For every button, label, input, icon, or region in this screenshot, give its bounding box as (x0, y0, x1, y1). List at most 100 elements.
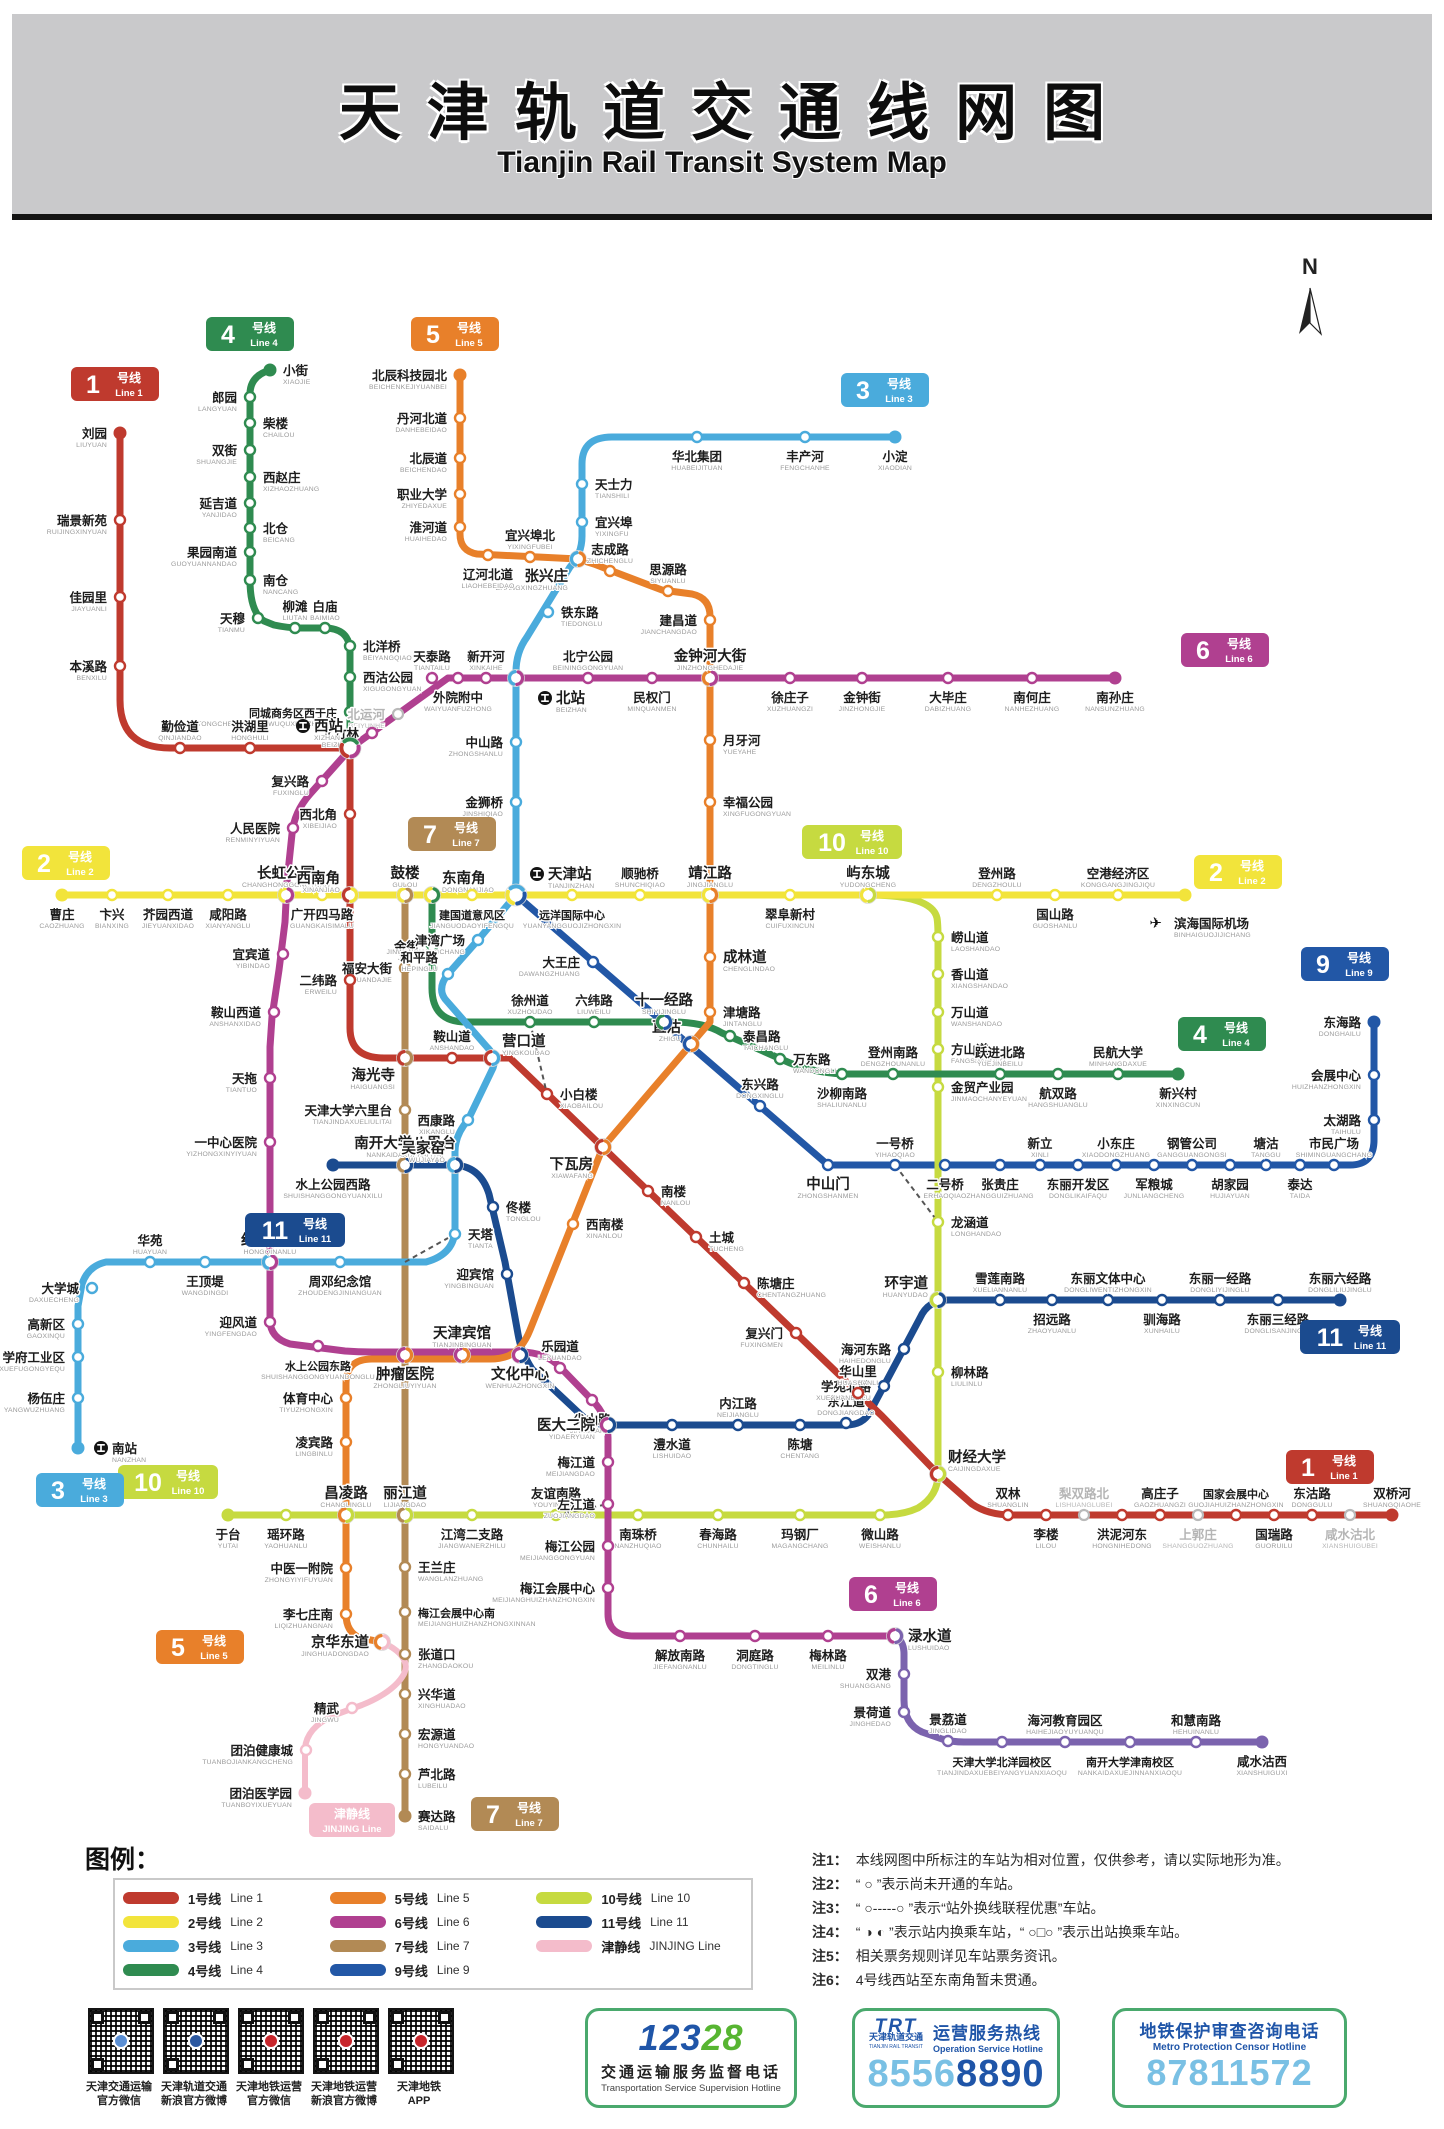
station-pinyin: XUEFUGONGYEQU (0, 1366, 65, 1373)
station-label: 精武 (314, 1701, 340, 1716)
station-pinyin: CHENTANG (780, 1453, 819, 1460)
legend-line-en: Line 5 (436, 1891, 470, 1905)
station-pinyin: HEHUINANLU (1173, 1729, 1219, 1736)
station-pinyin: XIAOBAILOU (560, 1103, 603, 1110)
svg-text:Line 1: Line 1 (1330, 1471, 1358, 1482)
legend-swatch (536, 1940, 593, 1952)
station-label: 王兰庄 (418, 1560, 456, 1575)
station-pinyin: JIANSHANLU (570, 1428, 614, 1435)
legend-item: 津静线 JINJING Line (536, 1934, 743, 1958)
station-label: 一中心医院 (194, 1135, 257, 1150)
station-label: 双街 (211, 443, 238, 458)
legend-item: 11号线 Line 11 (536, 1910, 743, 1934)
station-pinyin: QINJIANDAO (158, 735, 202, 742)
station-label: 北辰科技园北 (372, 368, 448, 383)
svg-text:号线: 号线 (457, 320, 481, 335)
station-label: 王顶堤 (186, 1274, 224, 1289)
station-label: 卞兴 (99, 907, 125, 922)
station-label: 大王庄 (542, 955, 580, 970)
station-pinyin: HONGNIHEDONG (1092, 1543, 1151, 1550)
legend-line-en: Line 11 (650, 1915, 689, 1929)
station-label: 西北角 (299, 807, 337, 822)
svg-text:Line 7: Line 7 (515, 1818, 542, 1829)
qr-label: 天津轨道交通新浪官方微博 (161, 2081, 227, 2107)
legend-swatch (329, 1892, 386, 1904)
station-label: 幸福公园 (723, 795, 773, 810)
station-label: 李楼 (1032, 1527, 1059, 1542)
station-pinyin: XUZHOUDAO (507, 1009, 552, 1016)
svg-text:3: 3 (856, 377, 870, 405)
station-label: 宜兴埠 (595, 515, 633, 530)
station-label: 外院附中 (432, 690, 483, 705)
station-label: 曹庄 (49, 907, 75, 922)
station-label: 万东路 (792, 1052, 831, 1067)
station-pinyin: CHANGHONGGONGYUAN (242, 882, 330, 889)
station-label: 张贵庄 (981, 1177, 1019, 1192)
station-label: 天塔 (468, 1227, 494, 1242)
station-pinyin: SHIYIJINGLU (642, 1009, 686, 1016)
station-label: 广开四马路 (291, 907, 354, 922)
page-subtitle: Tianjin Rail Transit System Map (497, 146, 947, 179)
svg-text:号线: 号线 (252, 320, 276, 335)
station-pinyin: HUIZHANZHONGXIN (1292, 1084, 1361, 1091)
station-pinyin: CHAILOU (263, 432, 295, 439)
svg-text:2: 2 (1209, 859, 1223, 887)
station-label: 招远路 (1033, 1312, 1071, 1327)
station-label: 体育中心 (283, 1391, 334, 1406)
station-label: 东海路 (1323, 1015, 1361, 1030)
station-pinyin: XIAWAFANG (551, 1173, 593, 1180)
station-label: 市民广场 (1309, 1136, 1359, 1151)
station-pinyin: XIANGSHANDAO (951, 983, 1008, 990)
svg-text:号线: 号线 (202, 1633, 226, 1648)
station-label: 水上公园东路 (285, 1359, 352, 1373)
station-pinyin: GUOSHANLU (1033, 923, 1078, 930)
station-label: 东丽文体中心 (1070, 1271, 1146, 1286)
station-label: 鼓楼 (391, 864, 420, 882)
legend-item: 4号线 Line 4 (123, 1958, 330, 1982)
svg-text:Line 2: Line 2 (66, 867, 93, 878)
legend-swatch (123, 1892, 179, 1904)
station-label: 解放南路 (655, 1648, 706, 1663)
station-label: 刘园 (82, 426, 107, 441)
svg-text:Line 5: Line 5 (200, 1651, 228, 1662)
station-pinyin: JINGJIANGLU (687, 882, 733, 889)
station-pinyin: MEILINLU (812, 1664, 845, 1671)
station-label: 国瑞路 (1255, 1527, 1293, 1542)
svg-text:Line 7: Line 7 (452, 838, 479, 849)
line-path-line11 (329, 1161, 1344, 1429)
station-label: 军粮城 (1135, 1177, 1173, 1192)
station-pinyin: DONGLIWENTIZHONGXIN (1064, 1287, 1152, 1294)
station-label: 大学城 (41, 1281, 79, 1296)
station-label: 十一经路 (635, 991, 693, 1009)
